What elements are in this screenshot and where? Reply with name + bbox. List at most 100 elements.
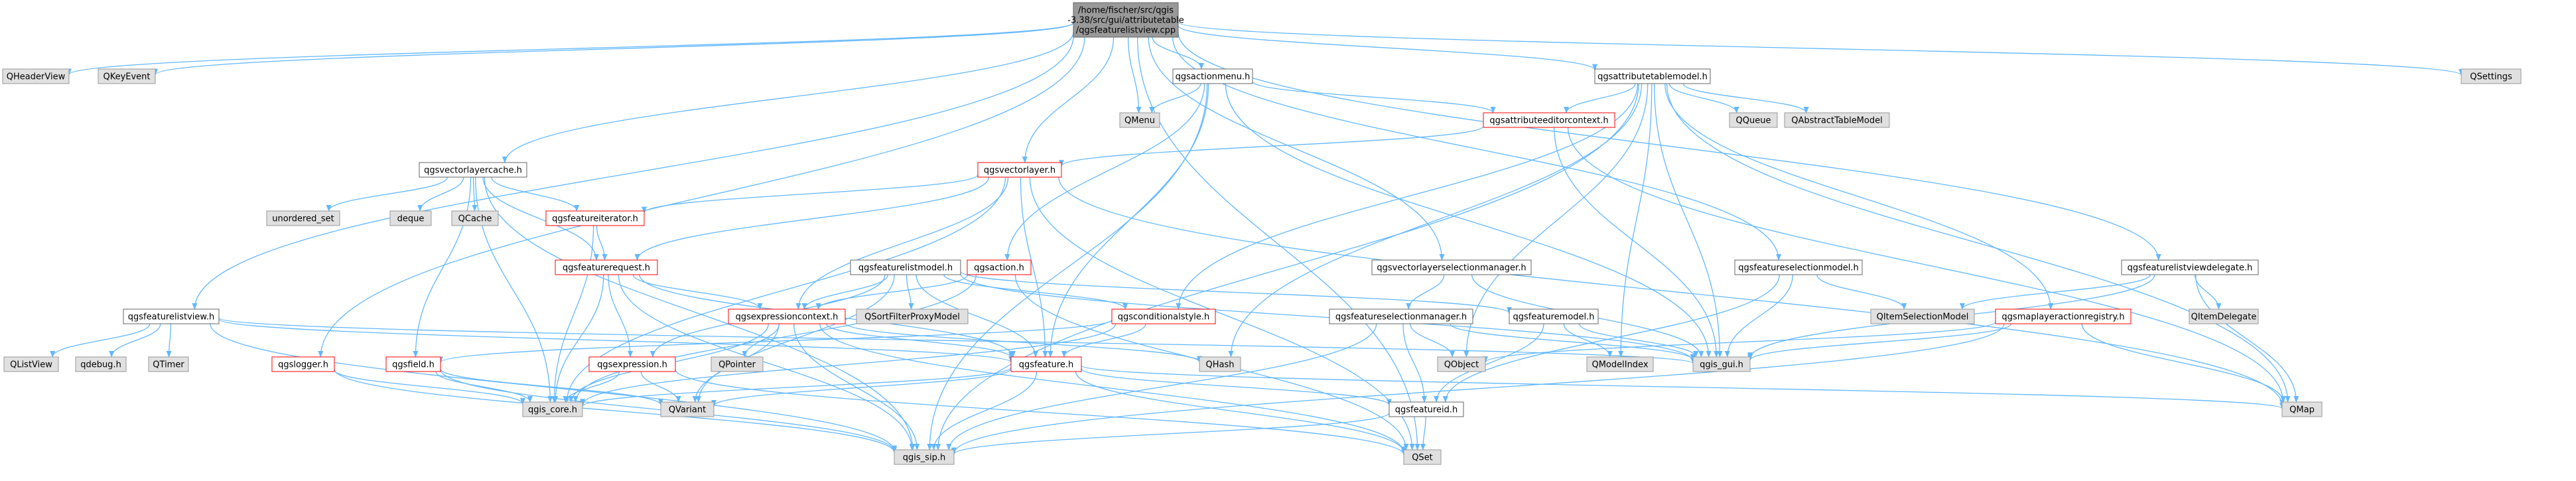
node-qgsmaplayeractionregistry[interactable]: qgsmaplayeractionregistry.h bbox=[1995, 309, 2132, 324]
node-qgis_sip: qgis_sip.h bbox=[894, 449, 955, 465]
node-label-qgsconditionalstyle: qgsconditionalstyle.h bbox=[1118, 312, 1210, 322]
nodes-layer: /home/fischer/src/qgis-3.38/src/gui/attr… bbox=[2, 2, 2522, 465]
node-box-qmodelindex bbox=[1586, 356, 1654, 372]
node-label-root: /qgsfeaturelistview.cpp bbox=[1076, 26, 1176, 36]
edges-layer bbox=[50, 21, 2464, 456]
edge-qgsactionmenu-to-qgsaction bbox=[1004, 83, 1205, 261]
edge-qgsexpression-to-qset bbox=[675, 369, 1406, 456]
node-box-qgsfeaturelistview bbox=[123, 309, 220, 324]
node-qsortfilterproxymodel: QSortFilterProxyModel bbox=[856, 309, 969, 324]
node-qgsvectorlayer[interactable]: qgsvectorlayer.h bbox=[977, 162, 1062, 178]
node-box-qobject bbox=[1437, 356, 1486, 372]
edge-qgsfeaturerequest-to-qgs_core bbox=[553, 274, 604, 403]
node-box-qlistview bbox=[3, 356, 59, 372]
node-box-qdebug bbox=[75, 356, 127, 372]
edge-qgsfeaturelistviewdelegate-to-qitemdelegate bbox=[2194, 274, 2222, 310]
node-label-qgsfeatureselectionmodel: qgsfeatureselectionmodel.h bbox=[1738, 263, 1859, 273]
node-qheaderview: QHeaderView bbox=[2, 68, 70, 84]
node-box-qgis_sip bbox=[894, 449, 955, 465]
node-label-qgsfeaturemodel: qgsfeaturemodel.h bbox=[1513, 312, 1594, 322]
node-qgsfeaturemodel[interactable]: qgsfeaturemodel.h bbox=[1509, 309, 1599, 324]
node-label-qmenu: QMenu bbox=[1124, 116, 1155, 126]
node-box-qgslogger bbox=[271, 356, 335, 372]
edge-root-to-qkeyevent bbox=[153, 22, 1074, 76]
edge-qgsfeaturerequest-to-qgsexpression bbox=[608, 274, 634, 358]
node-label-qobject: QObject bbox=[1444, 360, 1479, 370]
node-label-qitemselectionmodel: QItemSelectionModel bbox=[1877, 312, 1969, 322]
node-box-qabstracttablemodel bbox=[1784, 112, 1890, 128]
node-qgsvectorlayercache[interactable]: qgsvectorlayercache.h bbox=[419, 162, 527, 178]
node-qgsconditionalstyle[interactable]: qgsconditionalstyle.h bbox=[1111, 309, 1216, 324]
node-box-qgsfeatureiterator bbox=[545, 210, 645, 226]
node-qgsfeatureselectionmodel[interactable]: qgsfeatureselectionmodel.h bbox=[1734, 259, 1863, 275]
node-qgsexpression[interactable]: qgsexpression.h bbox=[588, 356, 676, 372]
edge-qgsfeaturelistmodel-to-qgsexpressioncontext bbox=[801, 274, 889, 310]
node-box-qgsaction bbox=[967, 259, 1032, 275]
edge-qgsattributetablemodel-to-qabstracttablemodel bbox=[1682, 83, 1809, 113]
node-box-qgsattributeeditorcontext bbox=[1483, 112, 1615, 128]
edge-qgsfeaturelistmodel-to-qgs_gui bbox=[960, 273, 1696, 362]
edge-qgsfeaturerequest-to-qgis_sip bbox=[618, 274, 915, 450]
node-box-qgsfeaturelistmodel bbox=[850, 259, 961, 275]
edge-qgsfeaturelistview-to-qlistview bbox=[50, 323, 151, 358]
edge-qgsvectorlayercache-to-qgsfeatureiterator bbox=[491, 176, 580, 212]
node-label-qgsaction: qgsaction.h bbox=[974, 263, 1024, 273]
node-box-qgsvectorlayercache bbox=[419, 162, 527, 178]
node-qgsfield[interactable]: qgsfield.h bbox=[385, 356, 441, 372]
node-label-qgsfeatureid: qgsfeatureid.h bbox=[1395, 405, 1457, 415]
edge-qgsvectorlayer-to-qgsfeature bbox=[1020, 176, 1048, 358]
node-box-qhash bbox=[1199, 356, 1241, 372]
node-qmodelindex: QModelIndex bbox=[1586, 356, 1654, 372]
node-box-unordered_set bbox=[266, 210, 340, 226]
edge-qgsexpression-to-qgs_core bbox=[563, 371, 620, 403]
edge-root-to-qsettings bbox=[1178, 21, 2464, 76]
edge-qgsfeaturelistmodel-to-qgsfeaturemodel bbox=[960, 271, 1512, 314]
node-label-qqueue: QQueue bbox=[1736, 116, 1771, 126]
node-qgsfeaturelistview[interactable]: qgsfeaturelistview.h bbox=[123, 309, 220, 324]
node-qobject: QObject bbox=[1437, 356, 1486, 372]
node-qgsfeaturelistviewdelegate[interactable]: qgsfeaturelistviewdelegate.h bbox=[2121, 259, 2259, 275]
edge-qgsattributetablemodel-to-qmodelindex bbox=[1618, 83, 1653, 358]
node-label-qgsfeature: qgsfeature.h bbox=[1019, 360, 1074, 370]
node-qgsfeatureiterator[interactable]: qgsfeatureiterator.h bbox=[545, 210, 645, 226]
edge-qgsfield-to-qgs_core bbox=[435, 371, 533, 403]
node-qgsvectorlayerselectionmanager[interactable]: qgsvectorlayerselectionmanager.h bbox=[1371, 259, 1532, 275]
node-label-qgsfeaturerequest: qgsfeaturerequest.h bbox=[563, 263, 650, 273]
node-qcache: QCache bbox=[451, 210, 499, 226]
edge-qgsfeaturelistviewdelegate-to-qitemselectionmodel bbox=[1960, 274, 2151, 310]
edge-qgsfeaturelistmodel-to-qsortfilterproxymodel bbox=[906, 274, 914, 310]
edge-qgsexpressioncontext-to-qset bbox=[819, 323, 1406, 454]
node-qgsfeaturerequest[interactable]: qgsfeaturerequest.h bbox=[555, 259, 658, 275]
node-root[interactable]: /home/fischer/src/qgis-3.38/src/gui/attr… bbox=[1067, 2, 1184, 38]
edge-qgsattributeeditorcontext-to-qgs_gui bbox=[1554, 127, 1720, 358]
node-box-qgsmaplayeractionregistry bbox=[1995, 309, 2132, 324]
node-label-qgis_sip: qgis_sip.h bbox=[903, 453, 945, 463]
edge-qgsactionmenu-to-qgis_sip bbox=[927, 83, 1208, 450]
node-box-qgsfeaturemodel bbox=[1509, 309, 1599, 324]
edge-qgsfeaturemodel-to-qmodelindex bbox=[1563, 323, 1613, 358]
node-label-qmodelindex: QModelIndex bbox=[1592, 360, 1648, 370]
node-label-qgsfeaturelistviewdelegate: qgsfeaturelistviewdelegate.h bbox=[2128, 263, 2253, 273]
edge-root-to-qgsvectorlayer bbox=[1022, 36, 1115, 163]
edge-qgsvectorlayerselectionmanager-to-qgsfeatureselectionmanager bbox=[1406, 274, 1445, 310]
node-qgslogger[interactable]: qgslogger.h bbox=[271, 356, 335, 372]
node-qgsaction[interactable]: qgsaction.h bbox=[967, 259, 1032, 275]
node-qgsattributeeditorcontext[interactable]: qgsattributeeditorcontext.h bbox=[1483, 112, 1615, 128]
node-qgsexpressioncontext[interactable]: qgsexpressioncontext.h bbox=[728, 309, 846, 324]
node-qgsfeature[interactable]: qgsfeature.h bbox=[1010, 356, 1082, 372]
node-qgsfeatureid[interactable]: qgsfeatureid.h bbox=[1389, 401, 1464, 417]
edge-qgsfeature-to-qvariant bbox=[711, 368, 1012, 407]
node-qgsfeaturelistmodel[interactable]: qgsfeaturelistmodel.h bbox=[850, 259, 961, 275]
edge-qgsmaplayeractionregistry-to-qobject bbox=[1483, 321, 1996, 364]
edge-root-to-qgsattributetablemodel bbox=[1178, 25, 1597, 71]
edge-qgsvectorlayercache-to-qcache bbox=[472, 176, 478, 212]
edge-qgsconditionalstyle-to-qgsfield bbox=[438, 319, 1113, 364]
edge-qgsvectorlayercache-to-deque bbox=[417, 176, 464, 212]
node-box-deque bbox=[389, 210, 432, 226]
node-label-qgsvectorlayer: qgsvectorlayer.h bbox=[984, 166, 1055, 176]
node-box-qgsvectorlayer bbox=[977, 162, 1062, 178]
node-qgsfeatureselectionmanager[interactable]: qgsfeatureselectionmanager.h bbox=[1329, 309, 1473, 324]
edge-qgsmaplayeractionregistry-to-qgs_gui bbox=[1747, 323, 2011, 361]
node-qgsactionmenu[interactable]: qgsactionmenu.h bbox=[1172, 68, 1253, 84]
node-qgsattributetablemodel[interactable]: qgsattributetablemodel.h bbox=[1594, 68, 1711, 84]
